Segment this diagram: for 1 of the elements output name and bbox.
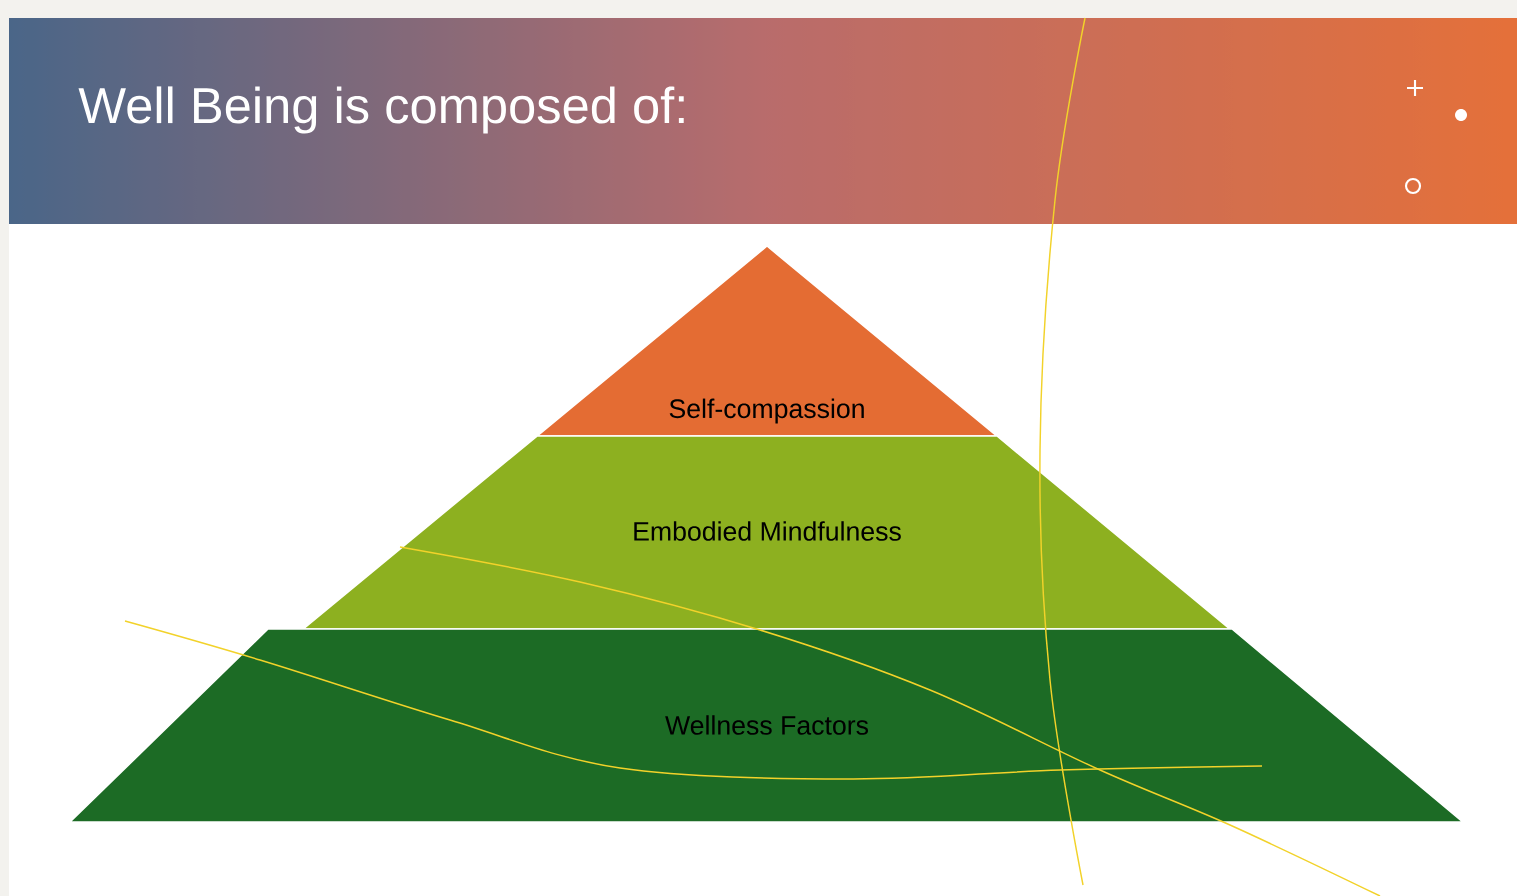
title: Well Being is composed of:: [78, 86, 684, 134]
